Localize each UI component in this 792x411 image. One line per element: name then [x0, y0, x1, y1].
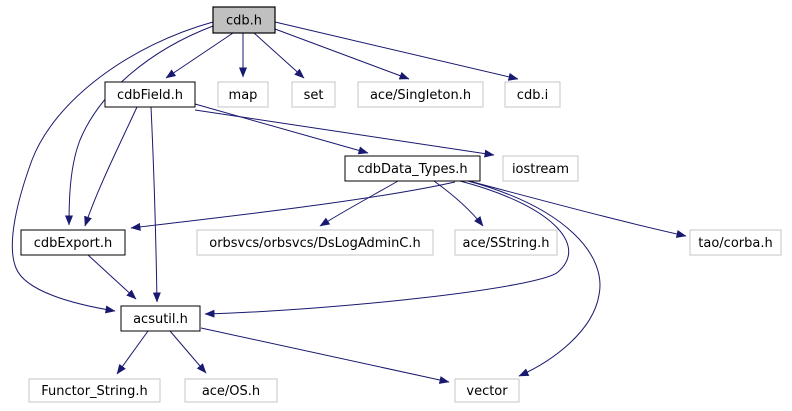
- node-box-cdb-i: [504, 81, 561, 108]
- node-label-ace-Singleton-h: ace/Singleton.h: [370, 88, 471, 103]
- node-label-tao-corba-h: tao/corba.h: [698, 236, 772, 251]
- edge-cdb-h-to-acsutil-h: [11, 21, 214, 314]
- node-label-cdb-i: cdb.i: [517, 88, 548, 103]
- nodes-layer: cdb.h cdbField.h map set ace/Singleton.h cdb.…: [20, 6, 782, 403]
- node-label-cdbExport-h: cdbExport.h: [34, 236, 113, 251]
- node-cdbExport-h[interactable]: cdbExport.h: [20, 229, 126, 256]
- node-box-Functor_String-h: [28, 378, 161, 403]
- edge-cdb-h-to-cdbField-h: [165, 32, 234, 79]
- node-map: map: [217, 81, 269, 108]
- node-box-DsLogAdminC-h: [196, 229, 434, 256]
- node-label-DsLogAdminC-h: orbsvcs/orbsvcs/DsLogAdminC.h: [209, 236, 421, 251]
- edges-layer: [11, 21, 687, 384]
- edge-cdb-h-to-set: [253, 32, 305, 79]
- node-box-map: [217, 81, 269, 108]
- node-label-map: map: [229, 88, 258, 103]
- edge-cdbField-h-to-cdbData_Types-h: [194, 103, 369, 155]
- node-box-iostream: [502, 155, 579, 182]
- node-DsLogAdminC-h: orbsvcs/orbsvcs/DsLogAdminC.h: [196, 229, 434, 256]
- node-Functor_String-h: Functor_String.h: [28, 378, 161, 403]
- node-box-cdbExport-h: [20, 229, 126, 256]
- edge-cdbData_Types-h-to-acsutil-h: [204, 180, 570, 318]
- edge-acsutil-h-to-ace-OS-h: [169, 330, 207, 374]
- node-label-cdbField-h: cdbField.h: [117, 88, 183, 103]
- node-label-ace-SString-h: ace/SString.h: [463, 236, 550, 251]
- node-box-cdb-h: [212, 6, 276, 34]
- node-iostream: iostream: [502, 155, 579, 182]
- edge-acsutil-h-to-Functor_String-h: [116, 330, 149, 375]
- node-box-ace-OS-h: [184, 378, 278, 403]
- edge-cdbData_Types-h-to-DsLogAdminC-h: [319, 180, 399, 227]
- node-label-vector: vector: [466, 384, 508, 399]
- node-label-cdb-h: cdb.h: [226, 14, 262, 29]
- node-ace-OS-h: ace/OS.h: [184, 378, 278, 403]
- node-box-cdbData_Types-h: [344, 155, 481, 182]
- node-label-Functor_String-h: Functor_String.h: [41, 384, 147, 399]
- edge-cdbData_Types-h-to-ace-SString-h: [433, 180, 484, 227]
- edge-cdbField-h-to-cdbExport-h: [84, 106, 138, 227]
- node-cdbField-h[interactable]: cdbField.h: [104, 81, 196, 108]
- node-ace-Singleton-h: ace/Singleton.h: [357, 81, 484, 108]
- node-box-ace-SString-h: [454, 229, 558, 256]
- node-label-set: set: [304, 88, 324, 103]
- edge-cdb-h-to-ace-Singleton-h: [274, 28, 410, 80]
- edge-cdbExport-h-to-acsutil-h: [87, 254, 137, 300]
- edge-cdbField-h-to-acsutil-h: [150, 106, 161, 303]
- node-label-acsutil-h: acsutil.h: [133, 312, 188, 327]
- edge-cdbData_Types-h-to-vector: [467, 180, 601, 377]
- edge-acsutil-h-to-vector: [200, 327, 450, 384]
- node-cdb-i: cdb.i: [504, 81, 561, 108]
- edge-cdb-h-to-cdbExport-h: [65, 25, 214, 226]
- node-acsutil-h[interactable]: acsutil.h: [120, 305, 201, 332]
- node-tao-corba-h: tao/corba.h: [689, 229, 782, 256]
- node-label-iostream: iostream: [512, 162, 569, 177]
- edge-cdbData_Types-h-to-tao-corba-h: [464, 179, 687, 238]
- node-cdbData_Types-h[interactable]: cdbData_Types.h: [344, 155, 481, 182]
- node-vector: vector: [454, 378, 520, 403]
- node-label-ace-OS-h: ace/OS.h: [202, 384, 260, 399]
- edge-cdbField-h-to-iostream: [194, 109, 495, 158]
- edge-cdb-h-to-cdb-i: [274, 21, 519, 81]
- edge-cdbData_Types-h-to-cdbExport-h: [130, 181, 456, 231]
- node-box-vector: [454, 378, 520, 403]
- node-box-ace-Singleton-h: [357, 81, 484, 108]
- node-box-cdbField-h: [104, 81, 196, 108]
- node-set: set: [291, 81, 336, 108]
- node-label-cdbData_Types-h: cdbData_Types.h: [357, 162, 467, 177]
- node-box-acsutil-h: [120, 305, 201, 332]
- node-box-tao-corba-h: [689, 229, 782, 256]
- node-ace-SString-h: ace/SString.h: [454, 229, 558, 256]
- node-box-set: [291, 81, 336, 108]
- node-cdb-h: cdb.h: [212, 6, 276, 34]
